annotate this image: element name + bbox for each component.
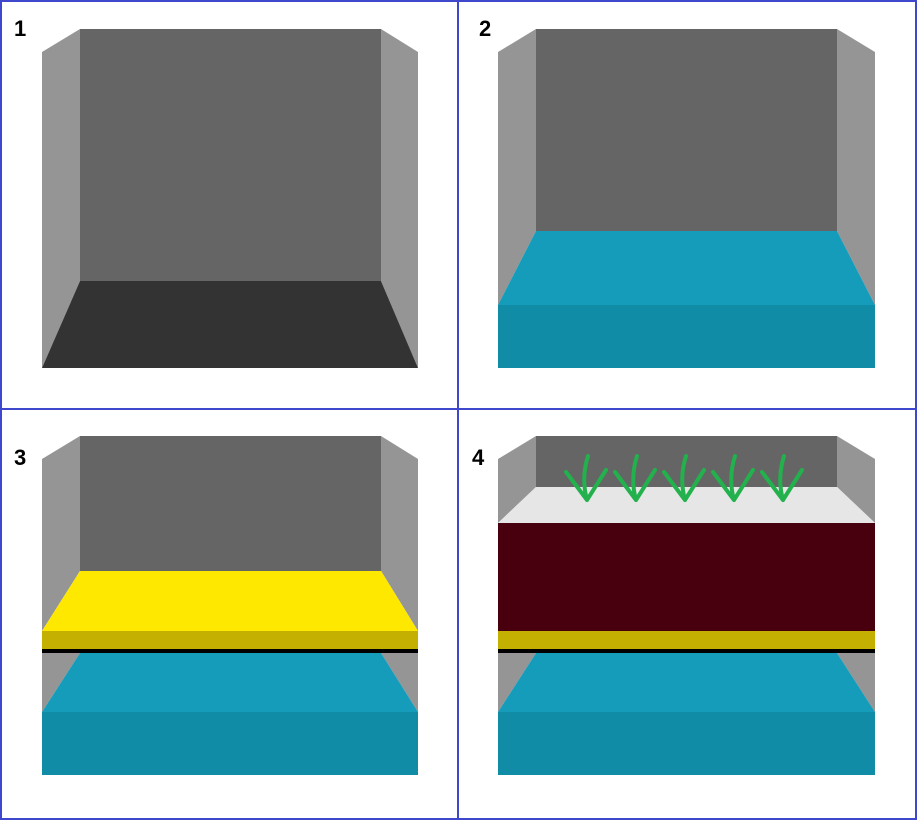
panel-4-top-layer	[498, 487, 875, 523]
sprout-icon	[662, 454, 706, 502]
panel-3: 3	[14, 436, 418, 775]
sprout-icon	[711, 454, 755, 502]
panel-3-back-wall	[80, 436, 381, 571]
panel-2-number: 2	[479, 16, 491, 41]
panel-3-left-wall	[42, 436, 80, 631]
sprout-icon	[613, 454, 657, 502]
panel-4-left-wall	[498, 436, 536, 523]
panel-4-separator	[498, 649, 875, 653]
sprout-icon	[760, 454, 804, 502]
panel-2-water-top	[498, 231, 875, 305]
panel-2: 2	[479, 16, 875, 368]
panel-3-number: 3	[14, 445, 26, 470]
panel-3-water-top	[42, 653, 418, 712]
panel-1-back-wall	[80, 29, 381, 281]
panel-2-left-wall	[498, 29, 536, 305]
panel-4-yellow-band	[498, 631, 875, 649]
panel-1-floor	[42, 281, 418, 368]
panel-3-yellow-front	[42, 631, 418, 649]
panel-4-number: 4	[472, 445, 485, 470]
panel-4-water-top	[498, 653, 875, 712]
panel-4-soil-layer	[498, 523, 875, 631]
panel-2-right-wall	[837, 29, 875, 305]
panel-4-right-wall	[837, 436, 875, 523]
panel-4-water-front	[498, 712, 875, 775]
panel-1: 1	[14, 16, 418, 368]
panel-2-water-front	[498, 305, 875, 368]
panel-1-right-wall	[381, 29, 418, 368]
panel-3-right-wall	[381, 436, 418, 631]
panel-3-separator	[42, 649, 418, 653]
panel-1-left-wall	[42, 29, 80, 368]
panel-3-water-front	[42, 712, 418, 775]
panel-1-number: 1	[14, 16, 26, 41]
sprout-icon	[564, 454, 608, 502]
panel-2-back-wall	[536, 29, 837, 231]
panel-4: 4	[472, 436, 875, 775]
panel-3-yellow-top	[42, 571, 418, 631]
panel-4-sprouts	[564, 454, 804, 502]
